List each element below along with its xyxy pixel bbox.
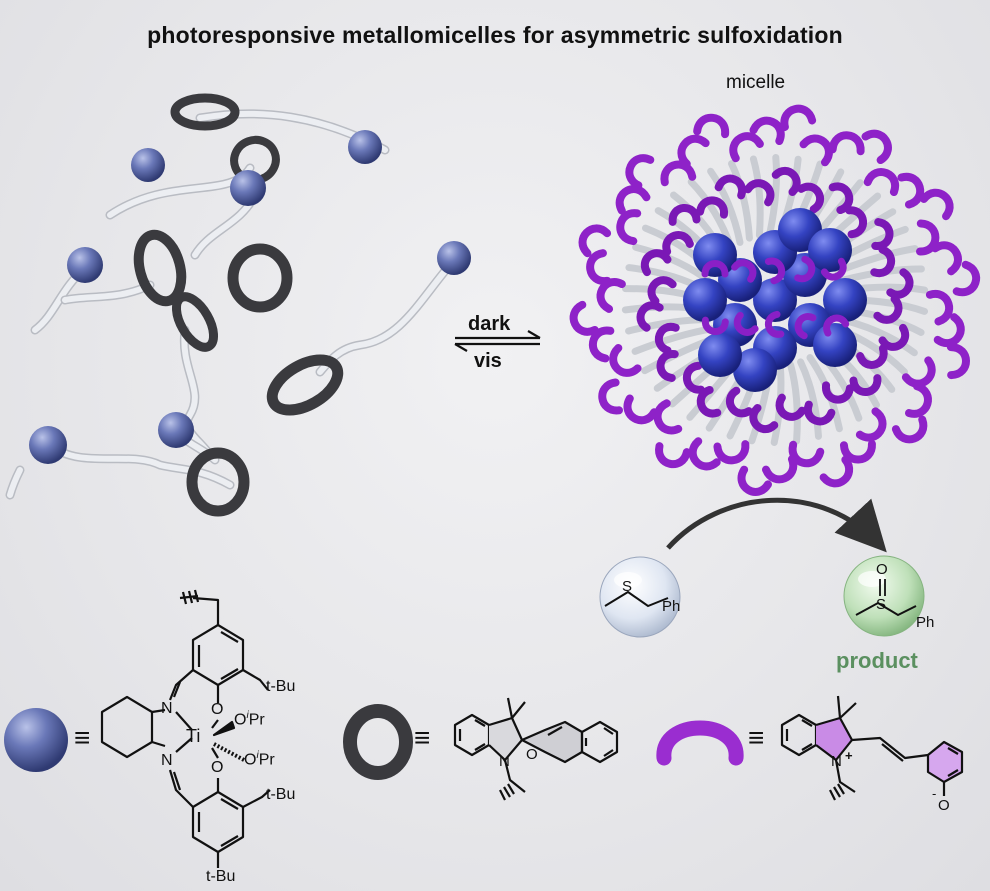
- vis-label: vis: [474, 350, 502, 372]
- free-unimers-group: [5, 93, 471, 517]
- ti-unit-ball-icon: [4, 708, 68, 772]
- ti-oipr-label-2: OiPr: [244, 750, 275, 769]
- spiropyran-structure: [453, 697, 619, 801]
- equiv-symbol-1: ≡: [74, 722, 91, 753]
- spiro-o-label: O: [526, 746, 538, 763]
- dark-label: dark: [468, 313, 511, 335]
- equiv-symbol-2: ≡: [414, 722, 431, 753]
- ti-n-label-2: N: [161, 752, 173, 769]
- equiv-symbol-3: ≡: [748, 722, 765, 753]
- ti-o-label-1: O: [211, 701, 224, 718]
- product-ph-label: Ph: [916, 614, 935, 631]
- mero-o-label: O: [938, 797, 950, 814]
- ti-o-label-2: O: [211, 759, 224, 776]
- spiropyran-ring-icon: [343, 704, 413, 780]
- product-o-label: O: [876, 561, 888, 578]
- figure-title: photoresponsive metallomicelles for asym…: [147, 22, 843, 48]
- substrate-ph-label: Ph: [662, 598, 681, 615]
- ti-tbu-label-2: t-Bu: [266, 786, 296, 803]
- equilibrium-arrows: [454, 330, 541, 352]
- substrate-droplet: [599, 556, 681, 638]
- ti-n-label-1: N: [161, 700, 173, 717]
- substrate-s-label: S: [622, 578, 633, 595]
- mero-minus-label: -: [932, 786, 937, 801]
- spiro-n-label: N: [499, 753, 510, 770]
- product-s-label: S: [876, 596, 887, 613]
- merocyanine-arc-icon: [656, 720, 744, 766]
- mero-n-label: N: [831, 753, 842, 770]
- ti-tbu-label-3: t-Bu: [206, 868, 236, 885]
- ti-salen-structure: [100, 589, 271, 868]
- ti-oipr-label-1: OiPr: [234, 710, 265, 729]
- product-droplet: [843, 555, 925, 637]
- micelle-label: micelle: [726, 72, 786, 93]
- micelle-assembly: [569, 104, 980, 496]
- conversion-arrow: [666, 497, 887, 553]
- product-label: product: [836, 648, 918, 673]
- mero-plus-label: +: [845, 748, 853, 763]
- ti-tbu-label-1: t-Bu: [266, 678, 296, 695]
- merocyanine-structure: [780, 695, 964, 801]
- ti-atom-label: Ti: [186, 726, 201, 746]
